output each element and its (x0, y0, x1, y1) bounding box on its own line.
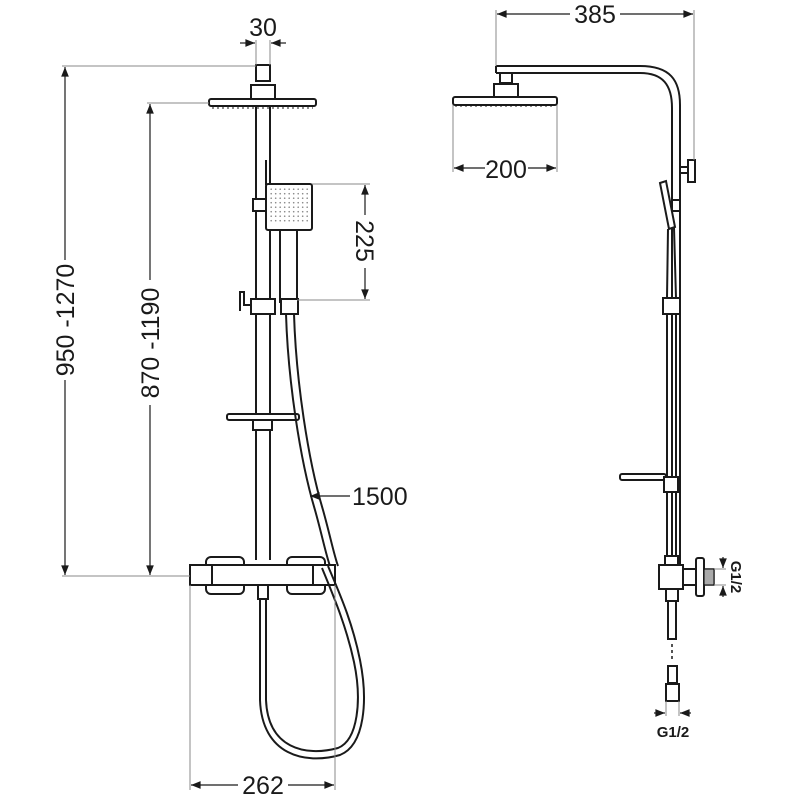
head-mount (255, 64, 271, 82)
head-connector (250, 84, 276, 100)
dim-arm-reach: 385 (574, 1, 616, 29)
front-view (189, 64, 365, 760)
slider-bracket (250, 298, 276, 315)
hose-end-fitting (665, 683, 680, 702)
side-head-mount (493, 83, 519, 98)
dim-hose-length: 1500 (352, 483, 408, 511)
side-rain-head (452, 96, 558, 106)
dim-inlet-thread-side: G1/2 (727, 561, 744, 594)
dim-head-diameter: 200 (485, 156, 527, 184)
side-dimensions: 385 200 G1/2 G1/2 (452, 1, 744, 741)
rain-shower-head (208, 98, 317, 107)
dim-hand-shower-length: 225 (350, 220, 378, 262)
shelf-bracket (252, 419, 273, 431)
dim-inlet-thread-bottom: G1/2 (657, 724, 690, 741)
hand-shower-handle (279, 229, 298, 303)
dim-mixer-width: 262 (242, 772, 284, 800)
side-head-connector (499, 72, 513, 84)
dim-bar-height: 870 -1190 (137, 288, 165, 399)
side-outlet-pipe (667, 600, 677, 640)
side-mixer-body (658, 564, 684, 590)
wall-connector (695, 557, 705, 597)
side-slider (662, 297, 681, 315)
hose-outlet (257, 584, 269, 600)
side-soap-shelf (619, 473, 667, 481)
dim-head-mount-width: 30 (249, 14, 277, 42)
front-dimensions: 30 950 -1270 870 -1190 225 1500 262 (52, 14, 408, 800)
hose-holder (280, 298, 299, 315)
dim-total-height: 950 -1270 (52, 264, 80, 377)
side-view (452, 65, 715, 702)
side-hand-shower (658, 179, 677, 231)
diverter-knob (687, 159, 696, 183)
